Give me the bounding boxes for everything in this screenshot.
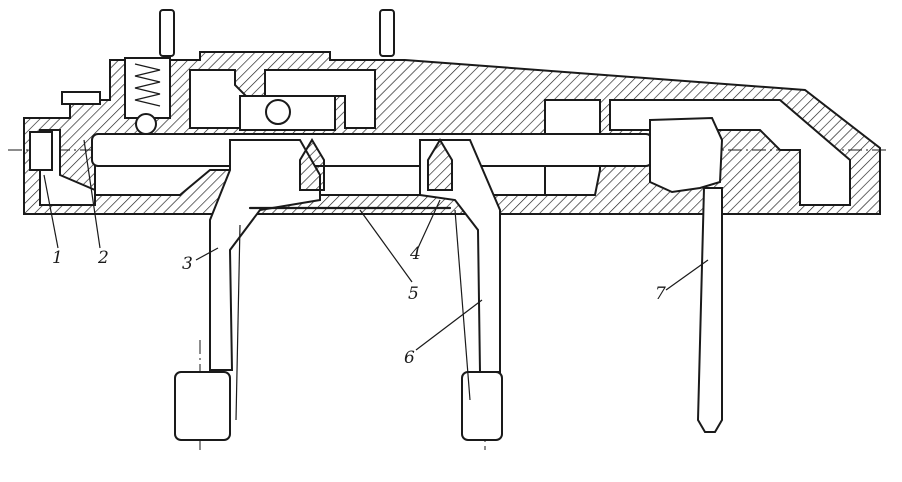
lever-hub [649,116,724,194]
detent-ball [135,113,157,135]
callout-4: 4 [410,244,421,264]
leader-3 [195,247,219,261]
detent-pin-left [299,138,325,191]
callout-5: 5 [408,284,419,304]
leader-1 [43,174,59,249]
callout-7: 7 [655,284,666,304]
selector-shaft [91,133,653,167]
bearing-ball [265,99,291,125]
leader-7 [665,259,709,291]
interlock-wire [235,224,241,421]
callout-1: 1 [52,248,63,268]
callout-3: 3 [182,254,193,274]
leader-4 [417,199,441,249]
leader-6 [415,299,483,351]
fork-left-shoe [174,371,231,441]
gearshift-lever [696,187,723,433]
end-cap-nut [61,91,101,105]
leader-5 [359,209,413,283]
fork-right-shoe [461,371,503,441]
callout-6: 6 [404,348,415,368]
end-plug [29,131,53,171]
top-bolt-right [379,9,395,57]
top-bolt-left [159,9,175,57]
leader-2 [83,139,101,249]
interlock-wire-right [454,209,471,401]
detent-spring-housing [124,57,171,119]
callout-2: 2 [98,248,109,268]
detent-pin-right [427,138,453,191]
detent-spring [134,63,161,107]
